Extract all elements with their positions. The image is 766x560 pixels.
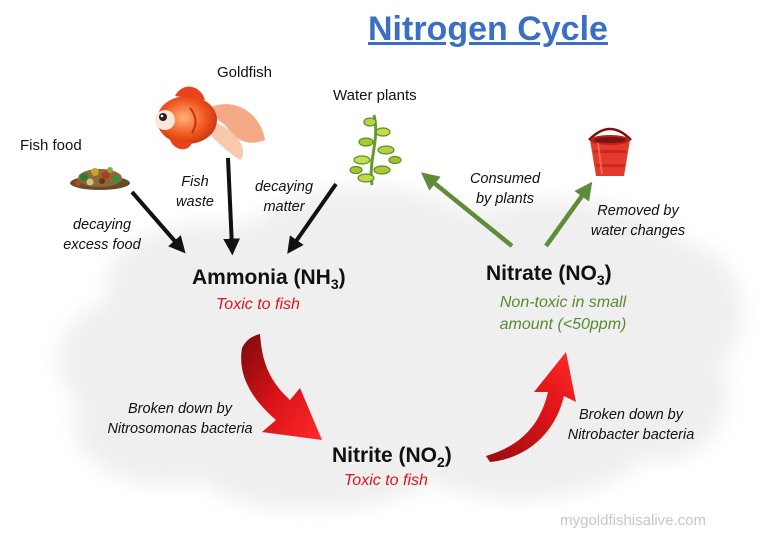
diagram-title: Nitrogen Cycle [368,10,608,48]
source-credit: mygoldfishisalive.com [560,512,706,529]
arrow-matter-to-ammonia [287,182,338,254]
fish-food-label: Fish food [20,137,82,154]
goldfish-label: Goldfish [217,64,273,81]
nitrite-toxicity-note: Toxic to fish [344,472,428,489]
ammonia-toxicity-note: Toxic to fish [216,296,300,313]
arrow-nitrate-to-bucket [544,181,593,248]
water-plants-label: Water plants [333,87,417,104]
water-plant-icon [349,114,402,186]
ammonia-node-title: Ammonia (NH3) [192,266,346,293]
arrow-nitrite-to-nitrate [486,352,576,462]
arrow-fish-to-ammonia [223,157,241,256]
arrow-food-to-ammonia [130,190,186,254]
goldfish-icon [155,86,265,160]
nitrate-node-title: Nitrate (NO3) [486,262,612,289]
nitrite-node-title: Nitrite (NO2) [332,444,452,471]
cloud-background [58,187,743,510]
arrow-nitrate-to-plants [421,172,514,248]
bucket-icon [588,127,632,176]
arrow-ammonia-to-nitrite [241,334,322,440]
fish-food-icon [70,167,130,190]
